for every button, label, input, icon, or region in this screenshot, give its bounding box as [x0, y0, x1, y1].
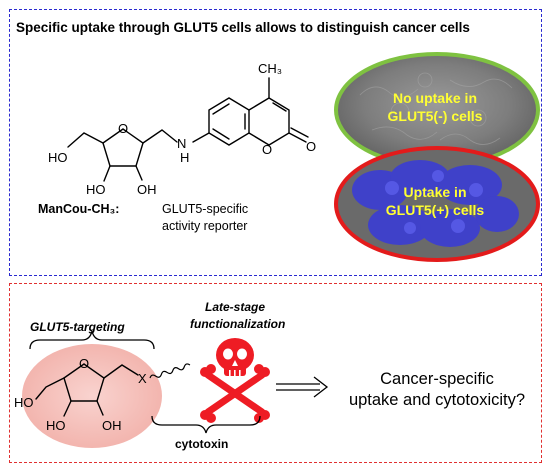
microscopy-glut5-positive	[334, 146, 540, 262]
linker-x: X	[138, 371, 147, 386]
top-panel	[9, 9, 542, 276]
outcome-line1: Cancer-specific	[380, 370, 494, 388]
ring-oxygen-bottom: O	[79, 356, 89, 371]
cytotoxin-label: cytotoxin	[175, 437, 229, 451]
outcome-line2: uptake and cytotoxicity?	[348, 391, 526, 409]
reporter-description-line2: activity reporter	[162, 219, 248, 233]
ring-oxygen-top: O	[118, 121, 128, 136]
reaction-arrow	[276, 376, 329, 398]
no-uptake-line2: GLUT5(-) cells	[387, 108, 483, 124]
hydroxyl-bottom-left-top: HO	[86, 182, 106, 197]
carbonyl-oxygen: O	[306, 139, 316, 154]
late-stage-label-line1: Late-stage	[205, 300, 266, 314]
uptake-line2: GLUT5(+) cells	[385, 202, 485, 218]
hydroxyl-left-top: HO	[48, 150, 68, 165]
hydroxyl-bottom-right-top: OH	[137, 182, 157, 197]
amine-h: H	[180, 150, 189, 165]
reporter-name: ManCou-CH₃:	[38, 202, 120, 216]
no-uptake-label: No uptake in GLUT5(-) cells	[340, 89, 530, 125]
reporter-description-line1: GLUT5-specific	[162, 202, 249, 216]
amine-n: N	[177, 136, 186, 151]
wavy-bond	[149, 363, 191, 379]
no-uptake-line1: No uptake in	[392, 90, 477, 106]
bottom-panel	[9, 283, 542, 463]
skull-crossbones-icon	[200, 338, 270, 423]
mancou-structure	[67, 77, 309, 182]
late-stage-label-line2: functionalization	[190, 317, 286, 331]
glut5-targeting-label: GLUT5-targeting	[30, 320, 125, 334]
top-panel-title: Specific uptake through GLUT5 cells allo…	[16, 20, 470, 35]
targeting-highlight	[22, 344, 162, 448]
hydroxyl-bottom-right-bottom: OH	[102, 418, 122, 433]
cytotoxin-brace	[151, 415, 261, 434]
sugar-structure-bottom	[35, 363, 139, 417]
methyl-label: CH₃	[258, 61, 282, 76]
hydroxyl-bottom-left-bottom: HO	[46, 418, 66, 433]
hydroxyl-left-bottom: HO	[14, 395, 34, 410]
uptake-line1: Uptake in	[403, 184, 467, 200]
targeting-brace	[29, 330, 155, 350]
uptake-label: Uptake in GLUT5(+) cells	[340, 183, 530, 219]
lactone-oxygen: O	[262, 142, 272, 157]
